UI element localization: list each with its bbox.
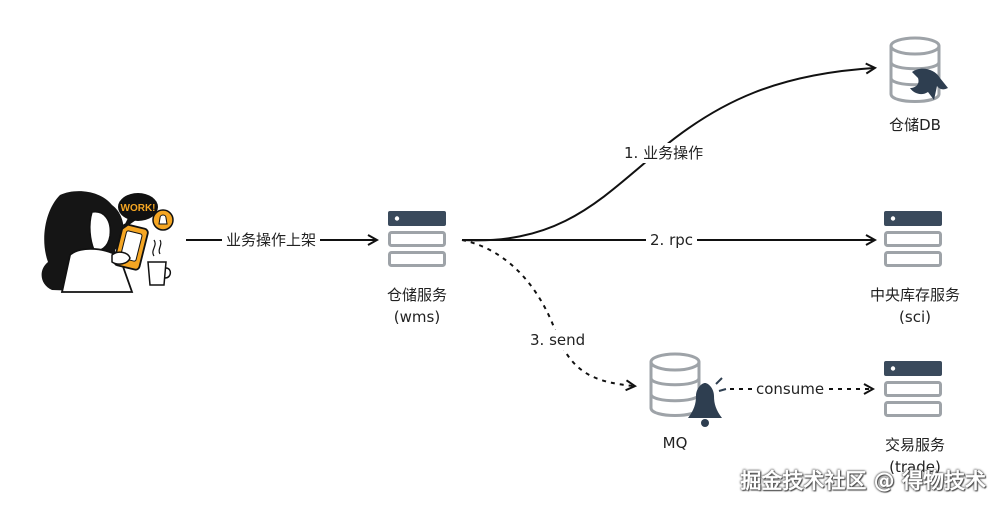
node-name-db: 仓储DB	[889, 116, 941, 134]
node-name-sci: 中央库存服务	[869, 286, 960, 304]
mq-icon	[649, 352, 727, 427]
server-icon	[884, 211, 942, 267]
database-icon	[889, 36, 948, 103]
edge-label-wms-to-mq: 3. send	[526, 330, 590, 350]
bell-icon	[688, 383, 722, 418]
watermark: 掘金技术社区 @ 得物技术	[740, 469, 986, 493]
node-code-sci: (sci)	[899, 308, 931, 326]
edge-label-wms-to-sci: 2. rpc	[646, 230, 698, 250]
node-label-mq: MQ	[640, 432, 710, 454]
node-name-mq: MQ	[662, 434, 688, 452]
user-illustration	[41, 191, 174, 293]
node-label-trade: 交易服务 (trade)	[860, 434, 970, 478]
node-name-wms: 仓储服务	[386, 286, 447, 304]
node-code-trade: (trade)	[889, 458, 941, 476]
edge-label-wms-to-db: 1. 业务操作	[620, 143, 708, 163]
node-label-wms: 仓储服务 (wms)	[357, 284, 477, 328]
node-label-db: 仓储DB	[860, 114, 970, 136]
node-label-sci: 中央库存服务 (sci)	[850, 284, 980, 328]
dolphin-icon	[910, 68, 948, 100]
work-badge-text: WORK!	[121, 203, 156, 214]
edge-wms-to-mq	[461, 239, 634, 386]
server-icon	[884, 361, 942, 417]
edge-label-mq-to-trade: consume	[752, 379, 829, 399]
node-name-trade: 交易服务	[884, 436, 945, 454]
server-icon	[388, 211, 446, 267]
node-code-wms: (wms)	[393, 308, 441, 326]
edge-label-user-to-wms: 业务操作上架	[222, 230, 321, 250]
